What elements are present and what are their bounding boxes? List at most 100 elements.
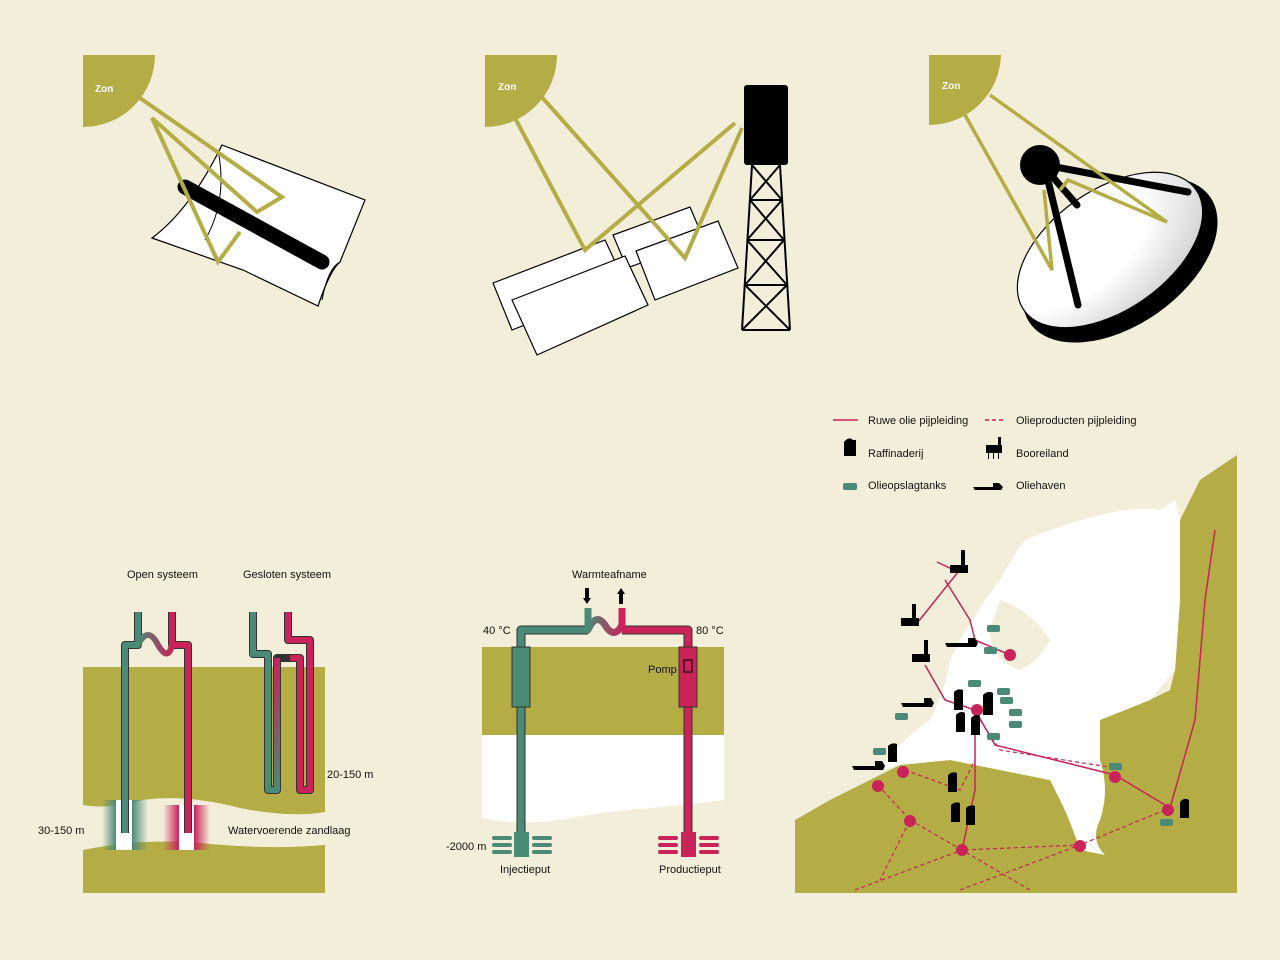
depth-label: -2000 m [446,841,486,853]
pump-label: Pomp [648,664,677,676]
pipeline-node [1074,840,1086,852]
pipeline-node [904,815,916,827]
storage-tank-icon [895,713,908,720]
sun-rays [988,93,1169,224]
storage-tank-icon [968,680,981,687]
sun-rays [138,96,286,266]
sun-icon [83,55,155,127]
pipeline-node [956,844,968,856]
storage-tank-icon [987,625,1000,632]
storage-tank-icon [1160,819,1173,826]
pipeline-node [1109,771,1121,783]
refinery-icon [888,743,897,762]
production-well-label: Productieput [659,864,721,876]
drilling-platform-icon [901,604,919,626]
temp-cold-label: 40 °C [483,625,511,637]
soil-layer-lower [83,841,325,893]
solar-tower-diagram: Zon [485,55,791,356]
refinery-icon [983,691,993,715]
pipeline-node [872,780,884,792]
legend-drilling-platform: Booreiland [1016,448,1069,460]
pump-icon [683,659,693,673]
sun-icon [929,55,1001,126]
drilling-platform-icon [986,437,1002,459]
refinery-icon [956,711,965,732]
parabolic-dish-diagram: Zon [929,55,1218,343]
production-perforations [658,832,719,857]
pipeline-node [1004,649,1016,661]
refinery-icon [954,689,963,710]
drilling-platforms [901,550,968,662]
soil-layer-upper [83,667,325,815]
oil-tankers [852,638,978,770]
sun-label: Zon [95,84,113,95]
storage-tank-icon [873,748,886,755]
refinery-icon [971,714,980,735]
open-system-label: Open systeem [127,569,198,581]
sun-icon [485,55,557,127]
pipeline-node [1162,804,1174,816]
storage-tank-icon [843,483,857,490]
parabolic-trough-diagram: Zon [83,55,366,307]
storage-tank-icon [984,647,997,654]
injection-perforations [492,832,552,857]
production-casing [678,646,698,708]
geothermal-pipes [516,608,693,832]
refinery-icon [948,772,957,792]
injection-well-label: Injectieput [500,864,550,876]
storage-tanks [873,625,1173,826]
sun-label: Zon [498,82,516,93]
aquifer-label: Watervoerende zandlaag [228,825,351,837]
legend-refinery: Raffinaderij [868,448,923,460]
oil-tanker-icon [973,483,1003,490]
refinery-icon [844,438,856,456]
sun-rays [538,93,744,262]
storage-tank-icon [987,733,1000,740]
refinery-icon [966,805,975,825]
temp-hot-label: 80 °C [696,625,724,637]
closed-system-label: Gesloten systeem [243,569,331,581]
refinery-icon [951,802,960,822]
oil-map: Ruwe olie pijpleiding Olieproducten pijp… [795,415,1237,893]
pipeline-node [897,766,909,778]
closed-depth-label: 20-150 m [327,769,373,781]
map-legend: Ruwe olie pijpleiding Olieproducten pijp… [833,415,1136,492]
geothermal-diagram: Warmteafname 40 °C 80 °C Pomp [446,569,724,876]
refineries [888,689,1189,825]
legend-oil-port: Oliehaven [1016,480,1066,492]
trough-edge [321,261,341,301]
pipeline-node [971,704,983,716]
drilling-platform-icon [950,550,968,573]
storage-tank-icon [1009,709,1022,716]
white-layer [482,735,724,823]
arrow-up-icon [617,588,625,604]
dish-receiver [1020,145,1060,185]
oil-tanker-icon [852,761,885,770]
legend-crude-pipeline: Ruwe olie pijpleiding [868,415,968,427]
oil-tanker-icon [901,698,934,707]
sun-rays [963,114,1054,271]
pipeline-nodes [872,649,1174,856]
refinery-icon [1180,798,1189,818]
legend-products-pipeline: Olieproducten pijpleiding [1016,415,1136,427]
drilling-platform-icon [912,640,930,662]
storage-tank-icon [1000,697,1013,704]
heliostat-mirrors [492,206,739,356]
solar-tower [741,85,791,331]
injection-casing [511,646,531,708]
oil-tanker-icon [945,638,978,647]
sun-rays [513,117,737,254]
ground-heat-pump-diagram: Open systeem Gesloten systeem 20-150 m [38,569,373,893]
storage-tank-icon [1109,763,1122,770]
heat-extraction-label: Warmteafname [572,569,647,581]
open-system-pipes [121,612,192,833]
netherlands-land [880,500,1180,855]
storage-tank-icon [1009,721,1022,728]
absorber-tube [177,179,330,270]
closed-system-pipes [249,612,314,794]
open-depth-label: 30-150 m [38,825,84,837]
neighbor-countries [795,455,1237,893]
storage-tank-icon [997,688,1010,695]
legend-storage-tanks: Olieopslagtanks [868,480,947,492]
